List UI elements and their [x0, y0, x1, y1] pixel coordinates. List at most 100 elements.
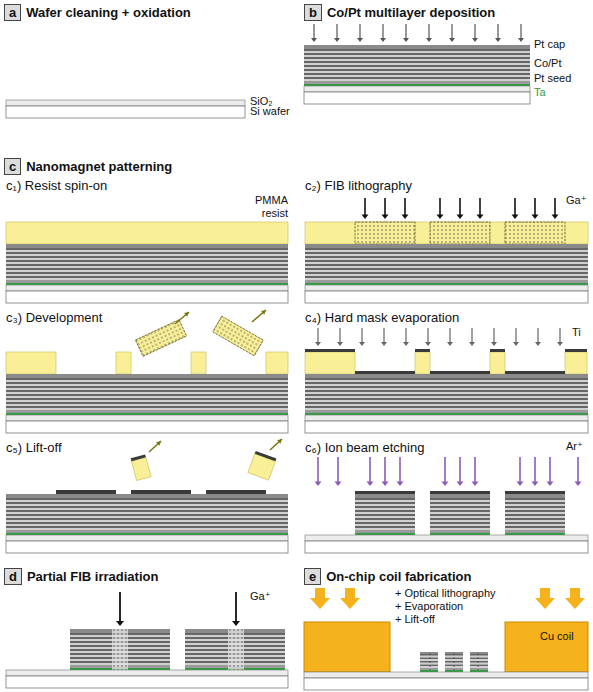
sio2-layer: [6, 415, 288, 421]
arrow-head: [184, 312, 189, 317]
si-wafer: [304, 92, 530, 104]
si-wafer: [6, 291, 288, 303]
pt-cap-layer: [305, 374, 588, 378]
pt-layer: [430, 516, 490, 518]
arrow-head: [469, 342, 475, 346]
pt-layer: [505, 528, 565, 530]
pt-layer: [430, 508, 490, 510]
arrow-head: [357, 38, 363, 42]
pt-layer: [6, 396, 288, 398]
pt-seed-layer: [430, 530, 490, 533]
pmma-resist: [213, 316, 264, 356]
co-layer: [6, 268, 288, 270]
process-note: + Evaporation: [395, 600, 463, 613]
panel-title: On-chip coil fabrication: [326, 569, 471, 584]
panel-title: Partial FIB irradiation: [27, 569, 158, 584]
removal-arrow: [175, 312, 189, 324]
pmma-resist: [116, 352, 131, 374]
pt-layer: [304, 59, 530, 61]
pt-layer: [430, 520, 490, 522]
arrow-head: [447, 342, 453, 346]
co-layer: [355, 498, 415, 500]
pt-layer: [6, 508, 288, 510]
co-layer: [505, 526, 565, 528]
lifted-resist: [131, 454, 151, 480]
si-wafer: [6, 106, 245, 118]
ti-hard-mask: [355, 491, 415, 494]
arrow-shaft: [317, 457, 319, 483]
arrow-head: [381, 342, 387, 346]
panel-title: Co/Pt multilayer deposition: [327, 5, 495, 20]
co-layer: [6, 394, 288, 396]
layer-label: Pt seed: [534, 72, 571, 85]
lifted-resist: [248, 451, 277, 480]
pt-layer: [505, 516, 565, 518]
removal-arrow: [252, 310, 266, 322]
pt-layer: [355, 528, 415, 530]
pmma-resist: [490, 352, 505, 374]
pmma-resist: [191, 352, 206, 374]
pt-layer: [305, 384, 588, 386]
co-layer: [6, 514, 288, 516]
arrow-shaft: [313, 24, 314, 39]
co-layer: [305, 260, 588, 262]
pt-layer: [505, 504, 565, 506]
process-arrow: [535, 588, 555, 609]
ti-hard-mask: [206, 490, 266, 494]
arrow-head: [334, 38, 340, 42]
pt-layer: [305, 404, 588, 406]
arrow-shaft: [515, 328, 516, 343]
co-layer: [305, 276, 588, 278]
exposed-resist: [213, 316, 264, 356]
arrow-head: [477, 215, 484, 220]
co-layer: [6, 406, 288, 408]
co-layer: [430, 506, 490, 508]
removal-arrow: [149, 441, 161, 452]
arrow-shaft: [474, 457, 476, 483]
arrow-head: [382, 215, 389, 220]
arrow-shaft: [359, 24, 360, 39]
arrow-head: [402, 215, 409, 220]
exposed-resist: [505, 222, 565, 244]
pt-layer: [6, 520, 288, 522]
ti-layer: [565, 349, 587, 352]
arrow-head: [547, 482, 554, 487]
pt-seed-layer: [6, 280, 288, 283]
co-layer: [6, 378, 288, 380]
pmma-resist: [565, 352, 587, 374]
si-wafer: [6, 421, 288, 433]
si-wafer: [305, 291, 588, 303]
arrow-head: [261, 310, 266, 315]
co-layer: [6, 256, 288, 258]
process-arrow: [310, 588, 330, 609]
arrow-shaft: [336, 24, 337, 39]
panel-title: Wafer cleaning + oxidation: [26, 5, 191, 20]
ta-layer: [304, 84, 530, 86]
arrow-shaft: [537, 328, 538, 343]
arrow-shaft: [493, 328, 494, 343]
layer-label: PMMA resist: [238, 194, 288, 220]
co-layer: [430, 502, 490, 504]
pt-layer: [305, 274, 588, 276]
arrow-head: [535, 342, 541, 346]
arrow-shaft: [404, 198, 406, 216]
co-layer: [6, 518, 288, 520]
pt-layer: [505, 512, 565, 514]
removed-resist: [135, 320, 186, 357]
arrow-head: [397, 482, 404, 487]
removed-resist: [213, 316, 264, 356]
pt-layer: [304, 71, 530, 73]
pt-layer: [6, 500, 288, 502]
co-layer: [305, 402, 588, 404]
pt-layer: [355, 500, 415, 502]
pt-layer: [305, 396, 588, 398]
arrow-shaft: [514, 198, 516, 216]
arrow-head: [517, 482, 524, 487]
arrow-shaft: [471, 328, 472, 343]
panel-letter: b: [304, 4, 322, 21]
si-wafer: [6, 541, 288, 553]
pmma-resist: [6, 352, 56, 374]
pt-layer: [355, 524, 415, 526]
ti-layer: [415, 349, 430, 352]
arrow-head: [491, 342, 497, 346]
